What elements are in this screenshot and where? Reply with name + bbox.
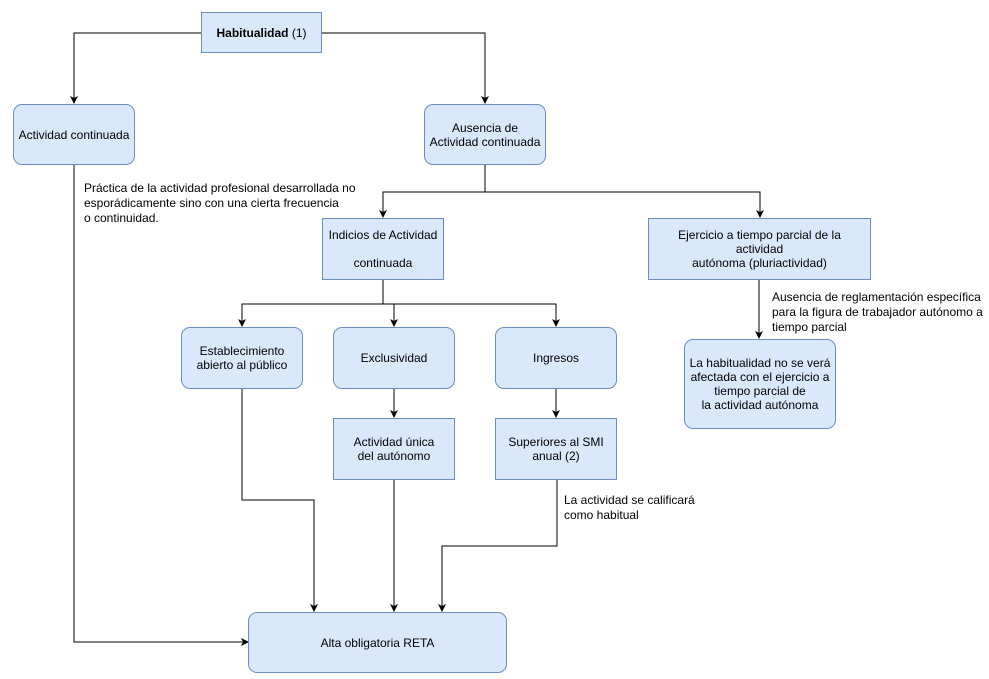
indicios-label: Indicios de Actividad continuada (328, 228, 438, 270)
actividad-continuada-node: Actividad continuada (13, 104, 135, 165)
superiores-smi-label: Superiores al SMI anual (2) (508, 435, 604, 463)
edge-habitualidad-to-continuada (70, 32, 201, 104)
no-afectada-node: La habitualidad no se verá afectada con … (684, 339, 836, 429)
actividad-unica-node: Actividad única del autónomo (333, 418, 455, 480)
exclusividad-node: Exclusividad (333, 327, 455, 389)
actividad-unica-label: Actividad única del autónomo (353, 435, 435, 463)
habitualidad-footnote: (1) (288, 25, 307, 40)
ingresos-node: Ingresos (495, 327, 617, 389)
ausencia-label: Ausencia de Actividad continuada (429, 120, 541, 149)
ausencia-node: Ausencia de Actividad continuada (424, 104, 546, 165)
actividad-continuada-label: Actividad continuada (18, 127, 130, 142)
habitualidad-title: Habitualidad (216, 25, 289, 40)
indicios-node: Indicios de Actividad continuada (322, 218, 444, 280)
practica-annotation: Práctica de la actividad profesional des… (84, 181, 356, 225)
alta-reta-label: Alta obligatoria RETA (320, 635, 435, 650)
edge-continuada-to-alta (73, 165, 249, 646)
calificara-annotation: La actividad se calificará como habitual (564, 493, 695, 522)
ausencia-reglamentacion-annotation: Ausencia de reglamentación específica pa… (772, 290, 983, 334)
edge-indicios-to-establecimiento (238, 280, 384, 327)
establecimiento-node: Establecimiento abierto al público (181, 327, 303, 389)
edge-ausencia-to-ejercicio (485, 191, 764, 218)
habitualidad-node: Habitualidad (1) (201, 12, 322, 53)
exclusividad-label: Exclusividad (360, 351, 428, 365)
no-afectada-label: La habitualidad no se verá afectada con … (689, 356, 831, 412)
alta-reta-node: Alta obligatoria RETA (248, 612, 507, 673)
edge-establecimiento-to-alta (241, 389, 318, 612)
edge-habitualidad-to-ausencia (322, 32, 489, 104)
edge-ausencia-to-indicios (379, 165, 486, 218)
ejercicio-label: Ejercicio a tiempo parcial de la activid… (678, 228, 841, 270)
ingresos-label: Ingresos (532, 351, 580, 365)
edge-superiores-to-alta (438, 480, 558, 612)
ejercicio-node: Ejercicio a tiempo parcial de la activid… (648, 218, 871, 280)
superiores-smi-node: Superiores al SMI anual (2) (495, 418, 617, 480)
establecimiento-label: Establecimiento abierto al público (196, 344, 288, 372)
edge-indicios-to-ingresos (394, 303, 560, 327)
edge-indicios-to-exclusividad (383, 303, 398, 327)
